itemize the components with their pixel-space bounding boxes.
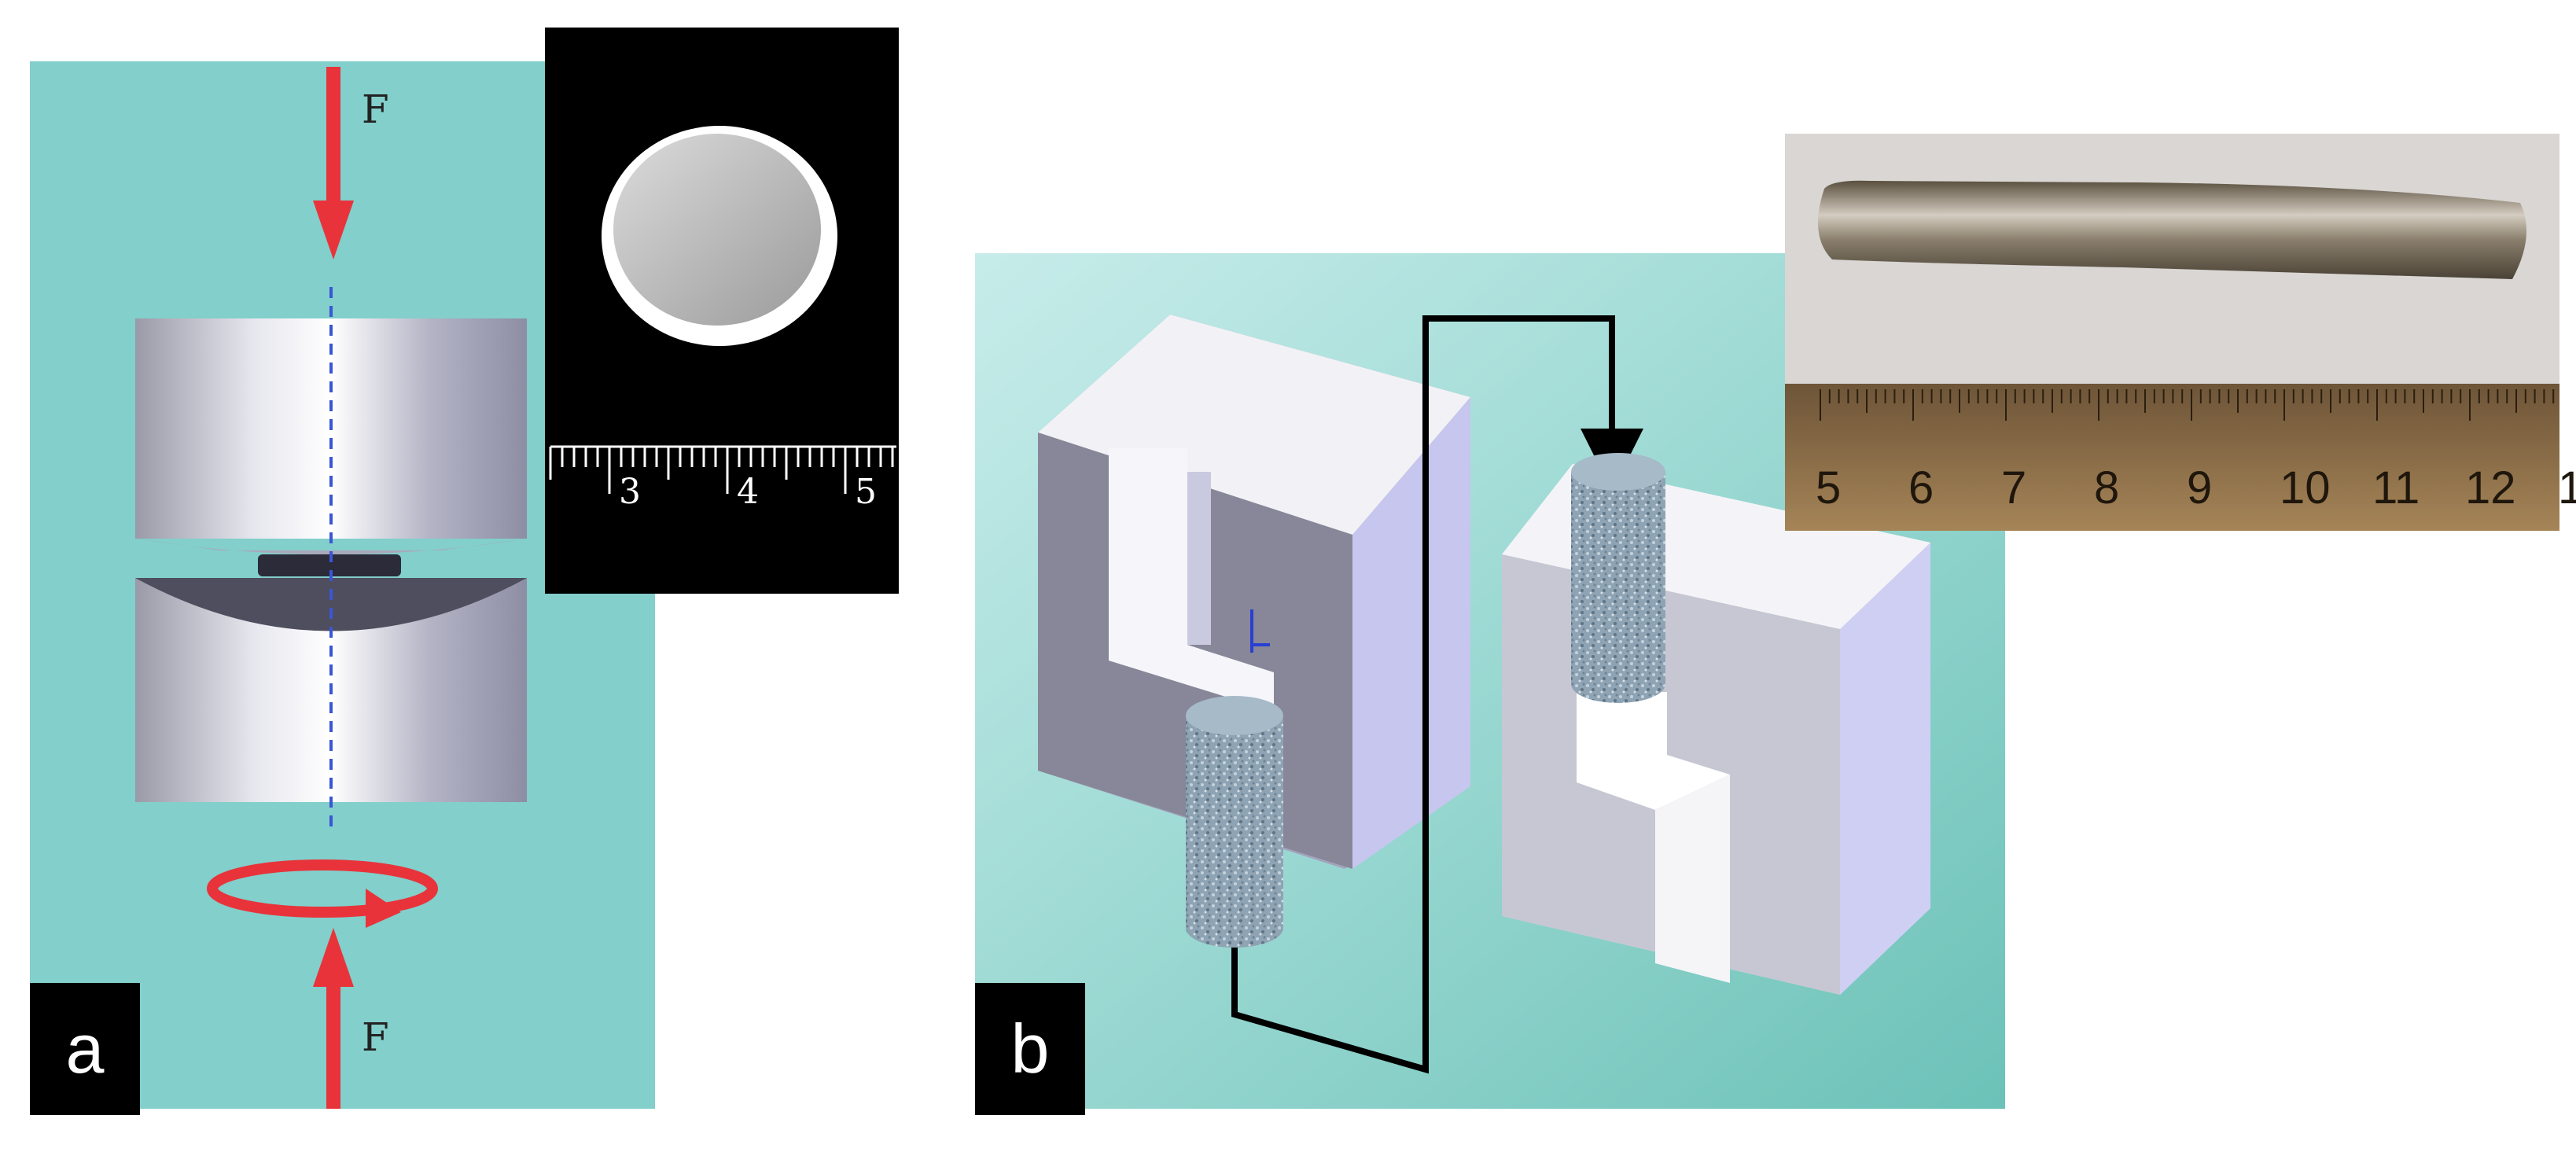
ruler-b-label: 12 xyxy=(2465,462,2516,513)
ruler-a-label: 5 xyxy=(855,472,877,512)
ruler-a-label: 3 xyxy=(619,472,641,512)
disk-photo-inset: 3 4 5 xyxy=(545,28,899,594)
ruler-b-label: 9 xyxy=(2187,462,2212,513)
panel-a: 3 4 5 xyxy=(30,28,899,1109)
ruler-b-label: 1 xyxy=(2558,462,2576,513)
rod-photo-ruler xyxy=(1785,384,2559,531)
rod-photo-inset: 5 6 7 8 9 10 11 12 1 xyxy=(1785,134,2576,531)
ruler-b-label: 6 xyxy=(1908,462,1934,513)
die-block-right xyxy=(1502,464,1930,995)
ruler-b-label: 10 xyxy=(2280,462,2331,513)
panel-label-b: b xyxy=(975,983,1085,1115)
panel-b: 5 6 7 8 9 10 11 12 1 xyxy=(975,134,2576,1109)
ruler-a-label: 4 xyxy=(737,472,759,512)
ruler-b-label: 5 xyxy=(1816,462,1841,513)
panel-label-a: a xyxy=(30,983,140,1115)
ruler-b-label: 7 xyxy=(2001,462,2026,513)
force-label-bottom: F xyxy=(362,1014,389,1060)
specimen-cylinder-left xyxy=(1186,696,1283,948)
specimen-cylinder-right xyxy=(1571,453,1665,703)
ruler-b-label: 11 xyxy=(2372,462,2420,513)
force-label-top: F xyxy=(362,86,389,132)
ruler-b-label: 8 xyxy=(2094,462,2119,513)
